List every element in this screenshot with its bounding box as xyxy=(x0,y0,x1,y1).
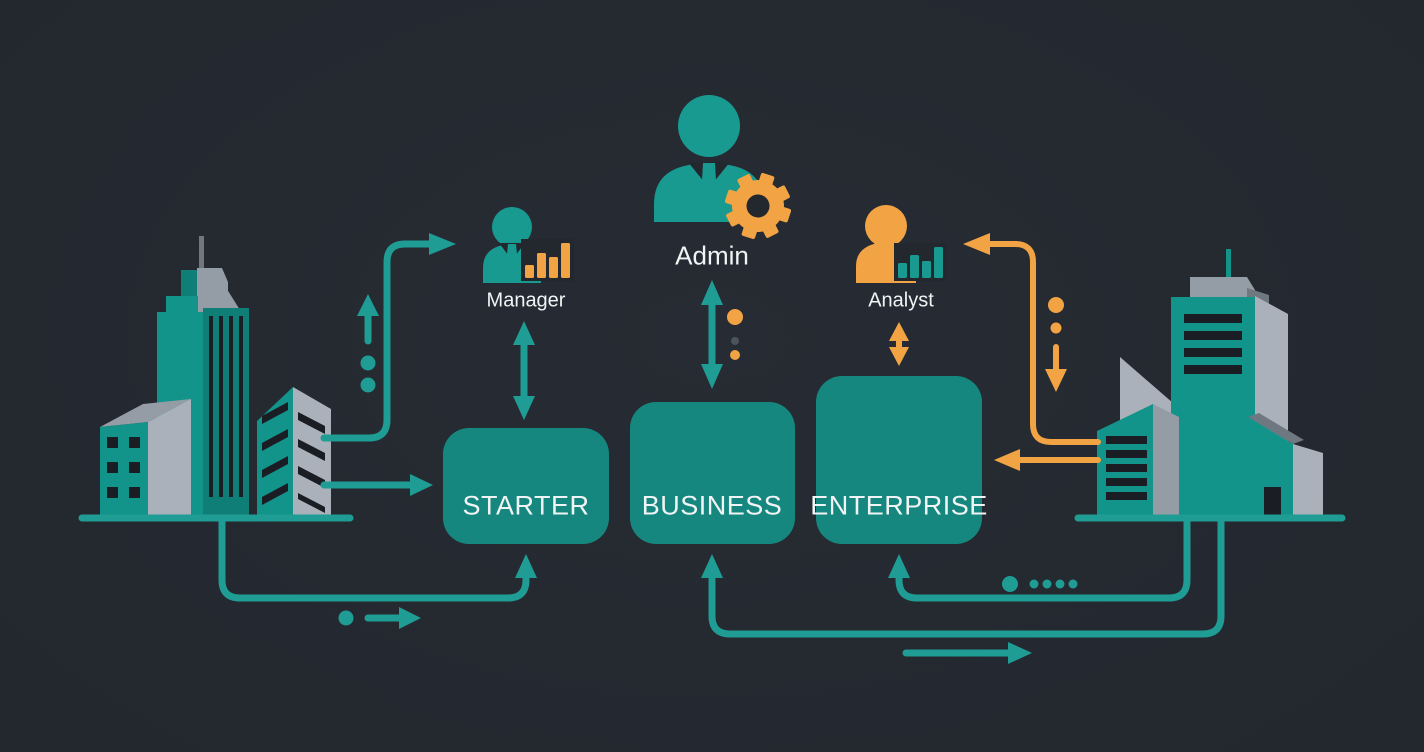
actor-label-admin: Admin xyxy=(675,240,749,271)
arrowhead-up-icon xyxy=(357,294,379,316)
arrowhead-up-icon xyxy=(889,322,909,341)
tie-icon xyxy=(701,163,717,216)
actor-label-analyst: Analyst xyxy=(868,289,934,312)
dot-icon xyxy=(730,350,740,360)
arrowhead-down-icon xyxy=(701,364,723,389)
arrow-city-left-to-starter xyxy=(320,474,433,496)
dot-icon xyxy=(1068,579,1078,589)
plan-label-starter: STARTER xyxy=(462,490,590,521)
arrow-analyst-enterprise xyxy=(889,322,909,366)
dot-icon xyxy=(1050,322,1062,334)
manager-person-chart-icon xyxy=(483,207,574,283)
arrowhead-down-icon xyxy=(889,347,909,366)
arrowhead-left-icon xyxy=(963,233,990,255)
dot-icon xyxy=(360,377,376,393)
arrowhead-up-icon xyxy=(701,280,723,305)
plan-label-business: BUSINESS xyxy=(641,490,783,521)
dot-icon xyxy=(338,610,354,626)
arrow-city-left-to-starter-bottom xyxy=(218,514,537,602)
arrow-city-right-to-enterprise xyxy=(994,449,1101,471)
person-head-icon xyxy=(678,95,740,157)
arrow-city-right-to-business-bottom xyxy=(701,514,1225,638)
arrow-city-right-to-enterprise-bottom xyxy=(888,514,1191,602)
arrowhead-down-icon xyxy=(1045,369,1067,392)
dot-icon xyxy=(1055,579,1065,589)
tower-right-icon xyxy=(1171,297,1255,517)
arrowhead-down-icon xyxy=(513,396,535,420)
dot-icon xyxy=(1042,579,1052,589)
dot-icon xyxy=(731,337,739,345)
tie-icon xyxy=(506,244,518,275)
actor-label-manager: Manager xyxy=(486,289,566,312)
dot-icon xyxy=(1002,576,1018,592)
city-right-illustration xyxy=(1074,249,1346,522)
plan-box-starter xyxy=(443,428,609,544)
arrow-city-left-to-manager xyxy=(320,233,456,442)
gear-icon xyxy=(724,172,792,240)
right-arrow-decoration-bottom xyxy=(902,642,1032,664)
plan-box-enterprise xyxy=(816,376,982,544)
plan-box-business xyxy=(630,402,795,544)
dot-icon xyxy=(727,309,743,325)
dot-icon xyxy=(360,355,376,371)
dot-icon xyxy=(1048,297,1064,313)
analyst-person-chart-icon xyxy=(856,205,946,283)
arrow-manager-starter xyxy=(513,321,535,420)
arrowhead-left-icon xyxy=(994,449,1020,471)
arrowhead-right-icon xyxy=(399,607,421,629)
arrowhead-up-icon xyxy=(701,554,723,578)
arrowhead-right-icon xyxy=(1008,642,1032,664)
arrow-city-right-to-analyst xyxy=(963,233,1101,445)
admin-person-gear-icon xyxy=(654,95,792,240)
person-head-icon xyxy=(865,205,907,247)
bar-chart-icon xyxy=(898,247,943,278)
arrowhead-up-icon xyxy=(515,554,537,578)
down-arrow-decoration-right xyxy=(1045,297,1067,392)
arrowhead-up-icon xyxy=(513,321,535,345)
person-head-icon xyxy=(492,207,532,247)
arrow-admin-business xyxy=(701,280,743,389)
building-side-icon xyxy=(148,399,191,517)
city-left-illustration xyxy=(78,236,354,522)
dot-arrow-decoration-bottom-left xyxy=(338,607,421,629)
dot-icon xyxy=(1029,579,1039,589)
arrowhead-up-icon xyxy=(888,554,910,578)
gear-hole-icon xyxy=(746,194,770,218)
bar-chart-icon xyxy=(525,243,570,278)
up-arrow-decoration-left xyxy=(357,294,379,393)
arrowhead-right-icon xyxy=(410,474,433,496)
antenna-icon xyxy=(1226,249,1231,283)
plan-label-enterprise: ENTERPRISE xyxy=(810,490,988,521)
door-icon xyxy=(1264,487,1281,517)
arrowhead-right-icon xyxy=(429,233,456,255)
